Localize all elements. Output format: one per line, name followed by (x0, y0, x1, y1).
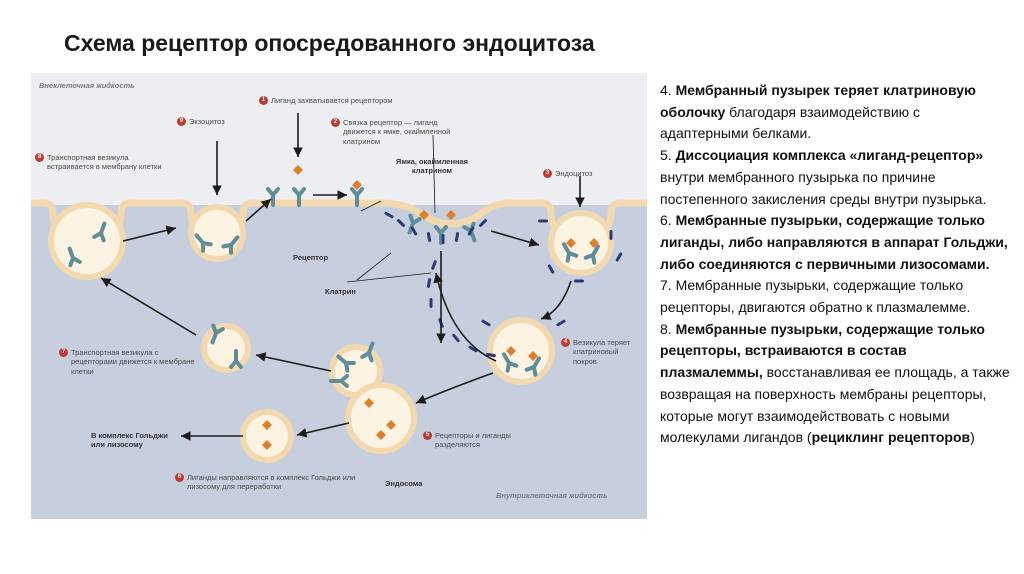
paragraph-7: 7. Мембранные пузырьки, содержащие тольк… (660, 275, 1010, 318)
paragraph-4: 4. Мембранный пузырек теряет клатриновую… (660, 80, 1010, 145)
step-4-num: 4 (561, 338, 570, 347)
paragraph-8-rest2: ) (970, 429, 975, 445)
paragraph-5-rest: внутри мембранного пузырька по причине п… (660, 169, 986, 207)
step-2-num: 2 (331, 118, 340, 127)
vesicle-exocytosis (191, 207, 243, 259)
step-5-text: Рецепторы и лиганды разделяются (435, 431, 513, 450)
step-3: 3 Эндоцитоз (543, 169, 623, 178)
step-1: 1 Лиганд захватывается рецептором (259, 96, 429, 105)
step-5: 5 Рецепторы и лиганды разделяются (423, 431, 513, 450)
paragraph-4-num: 4. (660, 82, 672, 98)
step-4-text: Везикула теряет клатриновый покров (573, 338, 631, 366)
vesicle-transport-fusing (51, 205, 123, 277)
step-8: 8 Транспортная везикула встраивается в м… (35, 153, 165, 172)
paragraph-8: 8. Мембранные пузырьки, содержащие тольк… (660, 319, 1010, 449)
paragraph-6: 6. Мембранные пузырьки, содержащие тольк… (660, 210, 1010, 275)
pit-label: Ямка, окаймленная клатрином (395, 157, 469, 176)
step-5-num: 5 (423, 431, 432, 440)
step-2: 2 Связка рецептор — лиганд движется к ям… (331, 118, 471, 146)
clathrin-label: Клатрин (325, 287, 356, 296)
step-2-text: Связка рецептор — лиганд движется к ямке… (343, 118, 471, 146)
golgi-label: В комплекс Гольджи или лизосому (91, 431, 181, 450)
step-6: 6 Лиганды направляются в комплекс Гольдж… (175, 473, 375, 492)
step-3-text: Эндоцитоз (555, 169, 623, 178)
paragraph-6-bold: Мембранные пузырьки, содержащие только л… (660, 212, 1008, 271)
receptor-label: Рецептор (293, 253, 328, 262)
step-7-num: 7 (59, 348, 68, 357)
endocytosis-diagram: Внеклеточная жидкость Внутриклеточная жи… (31, 73, 647, 519)
zone-label-extracellular: Внеклеточная жидкость (39, 81, 135, 90)
step-7: 7 Транспортная везикула с рецепторами дв… (59, 348, 199, 376)
step-9-num: 9 (177, 117, 186, 126)
vesicle-uncoating (490, 320, 552, 382)
vesicle-endocytosis (551, 213, 611, 273)
step-1-num: 1 (259, 96, 268, 105)
endosome-label: Эндосома (385, 479, 422, 488)
step-8-text: Транспортная везикула встраивается в мем… (47, 153, 165, 172)
zone-label-intracellular: Внутриклеточная жидкость (496, 491, 607, 500)
paragraph-5-num: 5. (660, 147, 672, 163)
endosome (348, 385, 414, 451)
paragraph-8-bold2: рециклинг рецепторов (812, 429, 971, 445)
paragraph-6-num: 6. (660, 212, 672, 228)
vesicle-returning (204, 326, 248, 370)
step-7-text: Транспортная везикула с рецепторами движ… (71, 348, 199, 376)
vesicle-ligand-only (243, 412, 291, 460)
step-9: 9 Экзоцитоз (177, 117, 247, 126)
step-9-text: Экзоцитоз (189, 117, 247, 126)
step-6-num: 6 (175, 473, 184, 482)
step-1-text: Лиганд захватывается рецептором (271, 96, 429, 105)
step-3-num: 3 (543, 169, 552, 178)
paragraph-5-bold: Диссоциация комплекса «лиганд-рецептор» (676, 147, 984, 163)
step-4: 4 Везикула теряет клатриновый покров (561, 338, 631, 366)
slide-title: Схема рецептор опосредованного эндоцитоз… (64, 30, 595, 57)
description-text: 4. Мембранный пузырек теряет клатриновую… (660, 80, 1010, 449)
step-6-text: Лиганды направляются в комплекс Гольджи … (187, 473, 375, 492)
step-8-num: 8 (35, 153, 44, 162)
paragraph-8-num: 8. (660, 321, 672, 337)
paragraph-5: 5. Диссоциация комплекса «лиганд-рецепто… (660, 145, 1010, 210)
